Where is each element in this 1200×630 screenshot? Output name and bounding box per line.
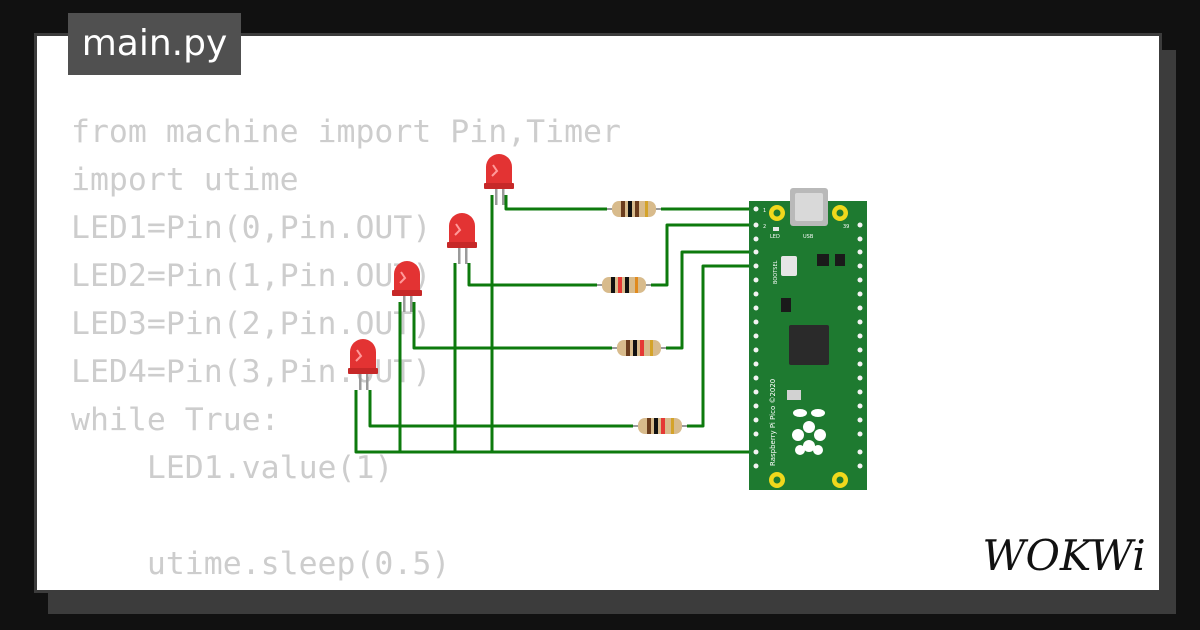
wire-led3-anode (412, 302, 612, 350)
board-label-pin2: 2 (763, 224, 766, 230)
board-name: Raspberry Pi Pico ©2020 (769, 379, 777, 466)
wire-led2-anode (467, 263, 597, 287)
led-3[interactable] (392, 261, 422, 312)
code-line: LED1=Pin(0,Pin.OUT) (71, 210, 432, 246)
code-line: utime.sleep(0.5) (71, 546, 451, 582)
pin-holes (753, 206, 863, 469)
raspberry-logo-icon (792, 409, 826, 455)
code-line: from machine import Pin,Timer (71, 114, 621, 150)
wokwi-logo-text: WOKWi (982, 531, 1145, 576)
wire-r3-gp2 (666, 250, 756, 350)
wire-r4-gp3 (687, 264, 756, 428)
wire-led4-cathode (354, 390, 756, 454)
pico-board[interactable]: LED USB 1 2 39 BOOTSEL Raspberry Pi Pico… (749, 188, 867, 490)
code-listing: from machine import Pin,Timer import utim… (71, 108, 621, 590)
resistor-2[interactable] (597, 277, 651, 293)
led-2[interactable] (447, 213, 477, 264)
wokwi-logo: WOKWi (982, 531, 1145, 576)
code-panel: from machine import Pin,Timer import utim… (34, 33, 1162, 593)
wire-r2-gp1 (651, 223, 756, 287)
wire-led1-anode (504, 195, 607, 211)
wire-led4-anode (368, 390, 633, 428)
code-line: LED3=Pin(2,Pin.OUT) (71, 306, 432, 342)
resistor-4[interactable] (633, 418, 687, 434)
file-tab[interactable]: main.py (68, 13, 241, 75)
board-label-pin39: 39 (843, 224, 849, 230)
code-line: LED2=Pin(1,Pin.OUT) (71, 258, 432, 294)
code-line: while True: (71, 402, 280, 438)
board-label-bootsel: BOOTSEL (773, 260, 779, 284)
code-line: LED1.value(1) (71, 450, 394, 486)
resistor-3[interactable] (612, 340, 666, 356)
board-label-usb: USB (803, 234, 814, 240)
led-1[interactable] (484, 154, 514, 205)
board-label-pin1: 1 (763, 208, 766, 214)
board-label-led: LED (770, 234, 780, 240)
code-line: import utime (71, 162, 299, 198)
wires (354, 195, 756, 454)
led-4[interactable] (348, 339, 378, 390)
resistor-1[interactable] (607, 201, 661, 217)
